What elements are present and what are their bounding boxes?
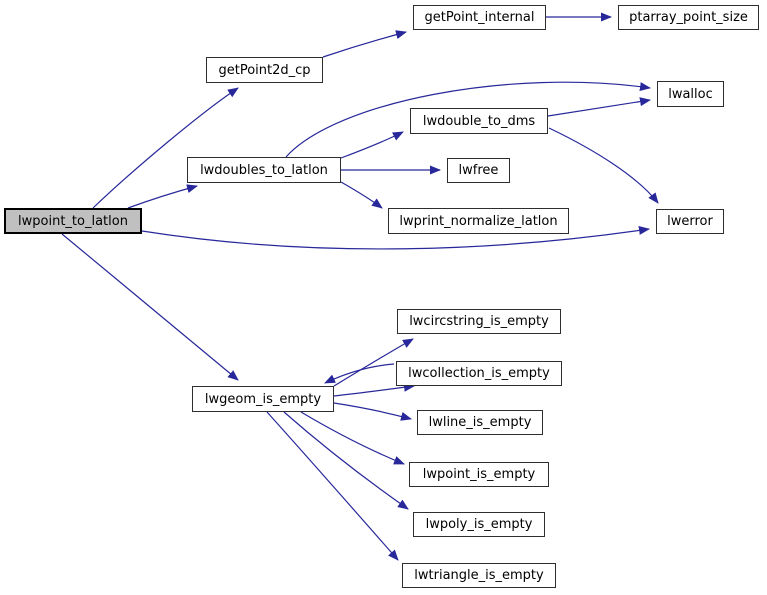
edge-lwpoint_to_latlon-lwgeom_is_empty <box>61 233 239 381</box>
edge-lwgeom_is_empty-lwpoint_is_empty <box>300 411 405 465</box>
node-lwline_is_empty[interactable]: lwline_is_empty <box>417 410 543 435</box>
node-lwcircstring_is_empty[interactable]: lwcircstring_is_empty <box>397 309 561 334</box>
node-getPoint2d_cp[interactable]: getPoint2d_cp <box>206 57 323 83</box>
edge-lwgeom_is_empty-lwtriangle_is_empty <box>266 411 399 561</box>
node-getPoint_internal[interactable]: getPoint_internal <box>413 5 546 30</box>
edge-lwdouble_to_dms-lwalloc <box>547 97 651 117</box>
edge-getPoint2d_cp-getPoint_internal <box>322 30 407 58</box>
node-lwerror[interactable]: lwerror <box>656 209 724 234</box>
edge-lwpoint_to_latlon-lwerror <box>141 226 650 250</box>
node-ptarray_point_size[interactable]: ptarray_point_size <box>618 5 759 30</box>
node-lwalloc[interactable]: lwalloc <box>657 81 724 107</box>
node-lwfree[interactable]: lwfree <box>447 158 510 183</box>
node-lwdoubles_to_latlon[interactable]: lwdoubles_to_latlon <box>187 157 341 183</box>
node-lwgeom_is_empty[interactable]: lwgeom_is_empty <box>192 386 334 412</box>
edge-lwgeom_is_empty-lwline_is_empty <box>333 402 412 421</box>
node-lwpoly_is_empty[interactable]: lwpoly_is_empty <box>413 512 545 537</box>
edge-lwgeom_is_empty-lwcollection_is_empty <box>333 382 415 397</box>
edge-lwdoubles_to_latlon-lwalloc <box>285 81 651 158</box>
edge-lwgeom_is_empty-lwcircstring_is_empty <box>333 338 414 387</box>
node-lwpoint_is_empty[interactable]: lwpoint_is_empty <box>409 462 549 487</box>
edge-lwpoint_to_latlon-lwdoubles_to_latlon <box>127 184 198 209</box>
node-lwpoint_to_latlon[interactable]: lwpoint_to_latlon <box>4 208 142 234</box>
node-lwdouble_to_dms[interactable]: lwdouble_to_dms <box>410 108 548 134</box>
edge-lwcollection_is_empty-lwgeom_is_empty <box>324 363 395 384</box>
edge-lwpoint_to_latlon-getPoint2d_cp <box>92 87 239 209</box>
edge-lwdouble_to_dms-lwerror <box>548 127 659 204</box>
edge-lwdoubles_to_latlon-lwprint_normalize_latlon <box>340 181 383 209</box>
node-lwtriangle_is_empty[interactable]: lwtriangle_is_empty <box>402 563 556 588</box>
node-lwcollection_is_empty[interactable]: lwcollection_is_empty <box>396 361 562 386</box>
edge-lwdoubles_to_latlon-lwdouble_to_dms <box>340 131 404 159</box>
edge-lwgeom_is_empty-lwpoly_is_empty <box>283 411 409 510</box>
node-lwprint_normalize_latlon[interactable]: lwprint_normalize_latlon <box>388 208 569 234</box>
